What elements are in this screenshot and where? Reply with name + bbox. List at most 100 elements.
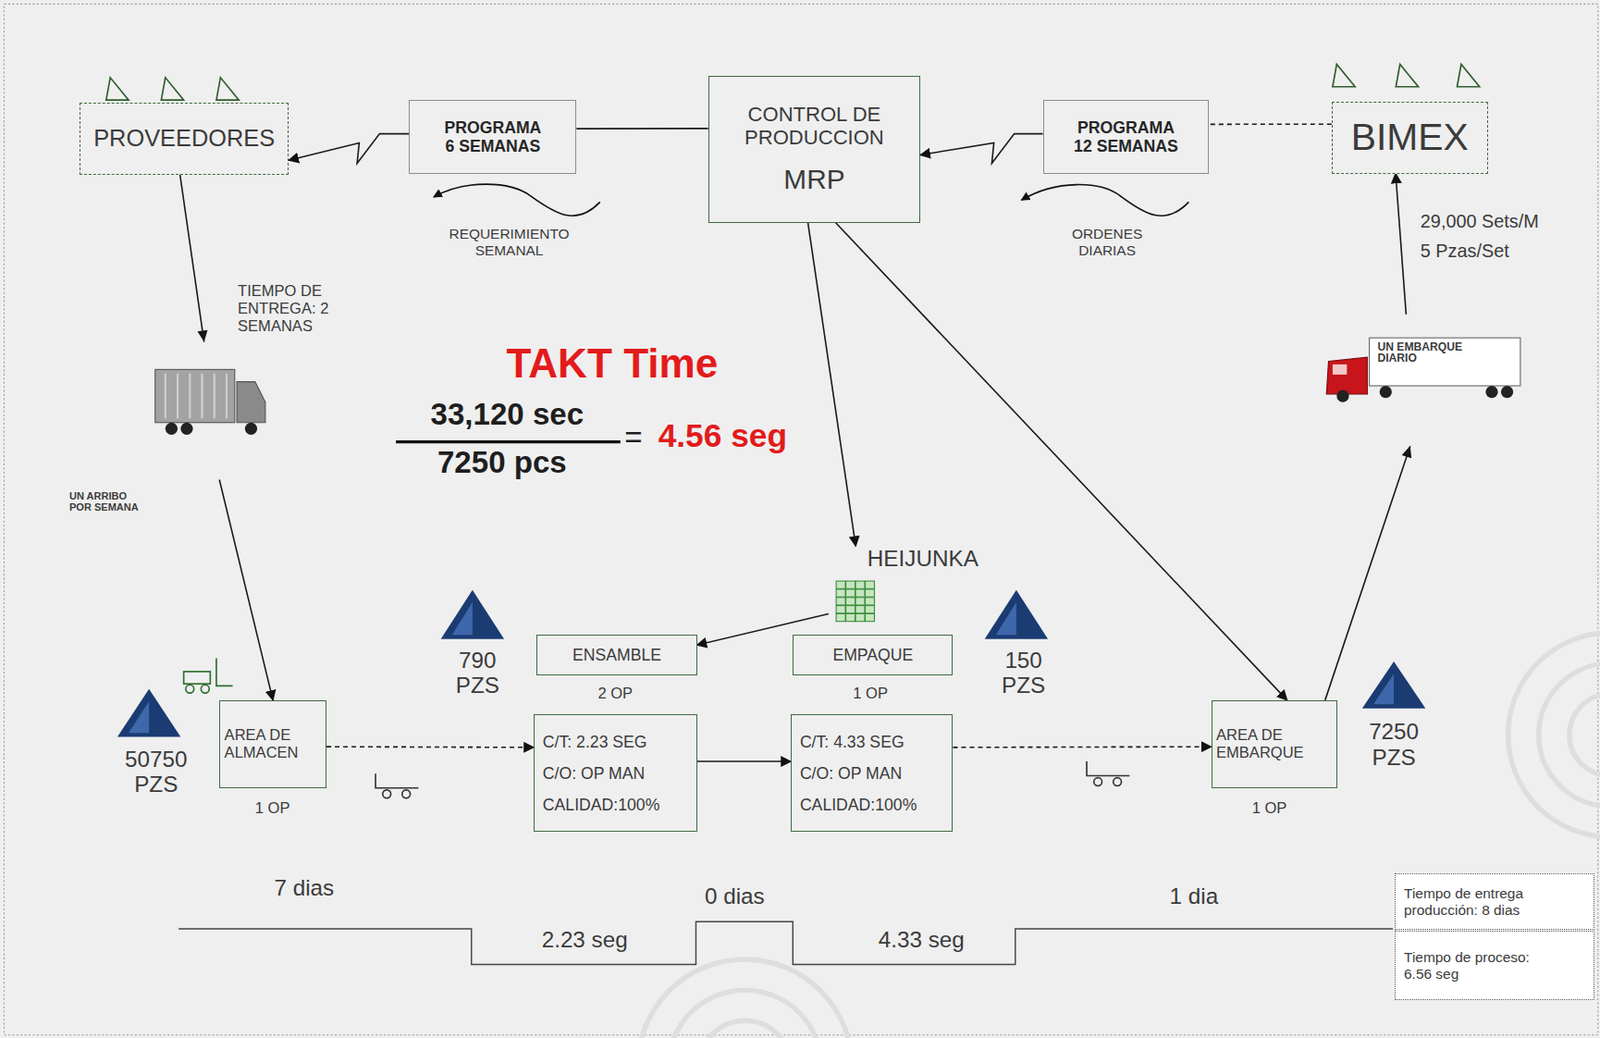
signal-note: ORDENES DIARIAS — [1056, 225, 1158, 259]
truck-wheel — [1485, 385, 1498, 398]
control-box: CONTROL DE PRODUCCION MRP — [708, 75, 921, 223]
swirl-ring — [1569, 693, 1600, 776]
forklift-mast — [216, 658, 234, 687]
lead-time-box: Tiempo de entrega producción: 8 dias — [1394, 873, 1595, 930]
lead-time-value: 0 dias — [704, 883, 765, 910]
truck-wheel — [245, 422, 258, 435]
cart-wheel — [402, 789, 411, 799]
heijunka-cell — [864, 589, 874, 597]
forklift-body — [184, 671, 211, 684]
kaizen-triangle — [1456, 64, 1479, 87]
heijunka-cell — [836, 589, 846, 597]
forklift-wheel — [200, 684, 210, 693]
lead-time-box: Tiempo de proceso: 6.56 seg — [1394, 930, 1595, 1000]
truck-cab — [1326, 356, 1367, 394]
timeline — [178, 921, 1393, 964]
cab-window — [1332, 364, 1347, 375]
box-text: CONTROL DE PRODUCCION — [714, 102, 913, 150]
box-text: C/T: 2.23 SEG — [542, 732, 648, 751]
shipping-box: AREA DE EMBARQUE — [1211, 700, 1339, 788]
truck-trailer — [1369, 337, 1521, 386]
takt-numerator: 33,120 sec — [430, 398, 585, 430]
schedule-box: PROGRAMA 6 SEMANAS — [408, 99, 577, 173]
inventory-triangle — [984, 590, 1048, 640]
kaizen-triangle — [106, 77, 129, 100]
box-text: C/O: OP MAN — [542, 763, 645, 783]
heijunka-cell — [855, 596, 865, 604]
heijunka-cell — [855, 580, 865, 589]
trailer-ribs — [165, 373, 227, 419]
lead-time-value: 1 dia — [1169, 883, 1219, 910]
flow-connector — [835, 222, 1287, 701]
truck-wheel — [180, 422, 193, 435]
heijunka-cell — [864, 580, 874, 589]
flow-connector — [576, 127, 708, 130]
signal-note: REQUERIMIENTO SEMANAL — [430, 225, 589, 259]
swirl-ring — [1538, 663, 1600, 806]
flow-connector — [808, 222, 857, 547]
inventory-count: 7250 PZS — [1360, 718, 1428, 771]
schedule-box: PROGRAMA 12 SEMANAS — [1043, 99, 1210, 173]
arrival-note: UN ARRIBO POR SEMANA — [69, 490, 144, 514]
heijunka-cell — [855, 604, 865, 613]
process-box: EMPAQUE — [792, 634, 953, 676]
push-cart — [1086, 761, 1130, 776]
box-text: BIMEX — [1351, 115, 1469, 160]
box-text: Tiempo de entrega producción: 8 dias — [1403, 885, 1552, 919]
heijunka-cell — [864, 604, 874, 613]
truck-wheel — [1501, 385, 1514, 398]
page-frame — [3, 3, 1598, 1034]
lead-time-value: 7 dias — [273, 874, 334, 901]
inventory-triangle — [1362, 661, 1426, 709]
customer-truck — [1326, 337, 1521, 403]
box-text: AREA DE EMBARQUE — [1216, 726, 1331, 762]
kaizen-triangle — [216, 77, 239, 100]
flow-connector — [326, 745, 534, 748]
kaizen-triangle — [160, 77, 184, 100]
box-text: PROVEEDORES — [93, 124, 275, 152]
kaizen-triangle — [1395, 64, 1418, 87]
heijunka-cell — [845, 613, 855, 621]
heijunka-cell — [836, 613, 846, 621]
heijunka-cell — [855, 589, 865, 597]
flow-connector — [180, 174, 274, 701]
inventory-count: 50750 PZS — [119, 746, 194, 799]
signal-arrow — [1021, 184, 1189, 217]
inventory-triangle — [117, 689, 181, 738]
operator-count: 1 OP — [852, 684, 888, 702]
storage-box: AREA DE ALMACEN — [219, 700, 327, 788]
box-text: CALIDAD:100% — [800, 795, 917, 814]
swirl-ring — [1508, 632, 1600, 837]
customer-box: BIMEX — [1331, 101, 1489, 173]
truck-label: UN EMBARQUE DIARIO — [1377, 341, 1481, 365]
triangle-shade — [996, 602, 1017, 635]
operator-count: 1 OP — [1252, 799, 1288, 817]
demand-note: 5 Pzas/Set — [1420, 240, 1510, 262]
flow-connector — [1208, 123, 1331, 125]
box-text: PROGRAMA 6 SEMANAS — [439, 118, 546, 157]
box-text: Tiempo de proceso: 6.56 seg — [1403, 948, 1552, 983]
triangle-shade — [128, 701, 149, 733]
swirl-ring — [668, 989, 822, 1038]
push-cart — [375, 773, 419, 788]
flow-connector — [952, 745, 1211, 748]
box-text: PROGRAMA 12 SEMANAS — [1072, 118, 1180, 157]
data-box: C/T: 4.33 SEGC/O: OP MANCALIDAD:100% — [790, 713, 953, 832]
box-text: MRP — [783, 163, 845, 196]
truck-wheel — [1336, 389, 1349, 402]
swirl-ring — [699, 1020, 791, 1038]
delivery-note: TIEMPO DE ENTREGA: 2 SEMANAS — [237, 282, 331, 335]
swirl-watermark — [638, 632, 1600, 1038]
cart-wheel — [1094, 777, 1103, 787]
process-box: ENSAMBLE — [536, 634, 697, 676]
inventory-count: 790 PZS — [448, 647, 506, 700]
flow-connector — [288, 134, 409, 164]
box-text: AREA DE ALMACEN — [224, 726, 320, 762]
heijunka-cell — [845, 589, 855, 597]
box-text: HEIJUNKA — [867, 545, 979, 572]
inventory-count: 150 PZS — [995, 647, 1053, 700]
truck-wheel — [1379, 385, 1392, 398]
cart-wheel — [382, 789, 392, 799]
